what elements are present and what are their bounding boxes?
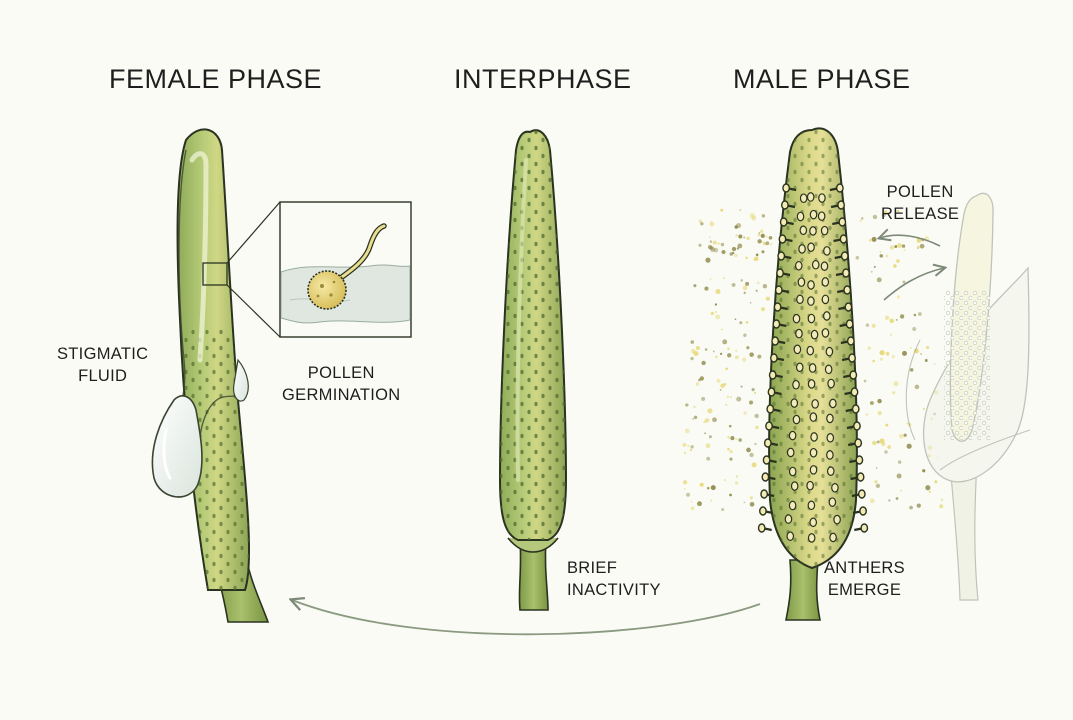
female-spadix xyxy=(151,128,281,623)
pollen-release-arrow-1 xyxy=(880,235,941,247)
male-phase-title: MALE PHASE xyxy=(733,64,911,94)
spathe-flower xyxy=(905,192,1031,601)
interphase-spadix xyxy=(498,129,568,611)
male-spadix xyxy=(682,127,944,621)
pollen-release-arrow-2 xyxy=(883,268,944,301)
interphase-title: INTERPHASE xyxy=(454,64,632,94)
cycle-arrow xyxy=(292,600,761,636)
pollen-germination-inset xyxy=(279,201,412,338)
female-phase-title: FEMALE PHASE xyxy=(109,64,323,94)
anthers xyxy=(757,183,869,543)
pollen-cloud xyxy=(682,208,944,512)
